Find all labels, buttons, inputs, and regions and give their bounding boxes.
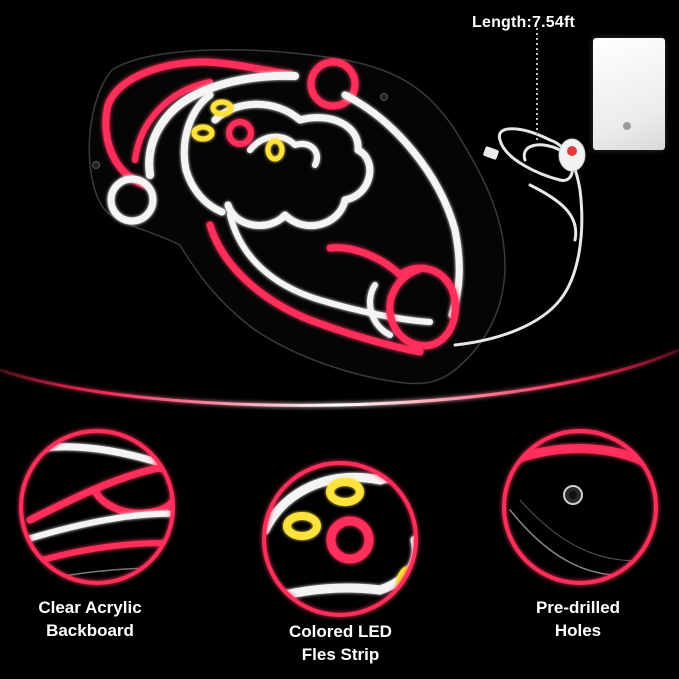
feature-caption-holes: Pre-drilled Holes — [508, 596, 648, 642]
detail-circle-border — [504, 431, 656, 583]
eye-yellow — [191, 124, 215, 142]
predrilled-hole-inner — [569, 491, 577, 499]
hat-fur-band — [145, 71, 299, 179]
feature-caption-acrylic: Clear Acrylic Backboard — [20, 596, 160, 642]
glow-arc — [0, 348, 679, 407]
detail-nose-red — [326, 516, 374, 564]
caption-line: Colored LED — [289, 622, 392, 641]
mitten-white — [367, 282, 393, 338]
caption-line: Pre-drilled — [535, 598, 621, 617]
mitten-red — [326, 244, 459, 350]
detail-circle-ring — [262, 461, 418, 617]
hat-red-outline — [102, 58, 294, 189]
caption-line: Backboard — [46, 621, 134, 640]
detail-circle-ring — [502, 429, 658, 585]
beard-white — [247, 133, 320, 168]
detail-neon-white — [264, 472, 416, 535]
hat-pompom — [107, 175, 157, 225]
battery-controller-box — [593, 38, 665, 150]
caption-line: Fles Strip — [301, 645, 380, 664]
controller-hole — [623, 122, 631, 130]
face-outline — [180, 91, 226, 216]
cheek-yellow — [265, 138, 285, 162]
detail-led-strip — [262, 461, 418, 617]
mount-hole — [92, 161, 100, 169]
acrylic-backboard — [88, 49, 506, 385]
detail-neon-red — [26, 464, 173, 524]
detail-neon-white — [22, 510, 173, 543]
detail-eye-yellow — [283, 512, 321, 540]
detail-circle-border — [264, 463, 416, 615]
cable-length-label: Length:7.54ft — [472, 14, 576, 31]
detail-circle-ring — [19, 429, 175, 585]
caption-line: Holes — [554, 621, 602, 640]
detail-neon-red — [22, 540, 173, 568]
eye-yellow — [210, 99, 234, 117]
body-white-line — [341, 91, 463, 319]
usb-plug — [483, 146, 499, 160]
mount-hole — [380, 93, 388, 101]
nose-red — [226, 119, 254, 147]
body-white-line — [227, 212, 433, 325]
power-cable — [528, 183, 578, 242]
beard-white — [211, 100, 374, 230]
hat-tip-ring — [307, 58, 359, 110]
power-cable — [497, 127, 574, 182]
power-switch-button — [567, 146, 577, 156]
detail-holes — [502, 429, 658, 585]
caption-line: Clear Acrylic — [38, 598, 142, 617]
feature-caption-led: Colored LED Fles Strip — [268, 620, 413, 666]
hat-red-outline — [132, 79, 213, 163]
detail-acrylic — [19, 429, 175, 585]
santa-neon-sign — [102, 58, 584, 356]
body-red-line — [206, 221, 424, 356]
detail-eye-yellow — [326, 478, 364, 506]
